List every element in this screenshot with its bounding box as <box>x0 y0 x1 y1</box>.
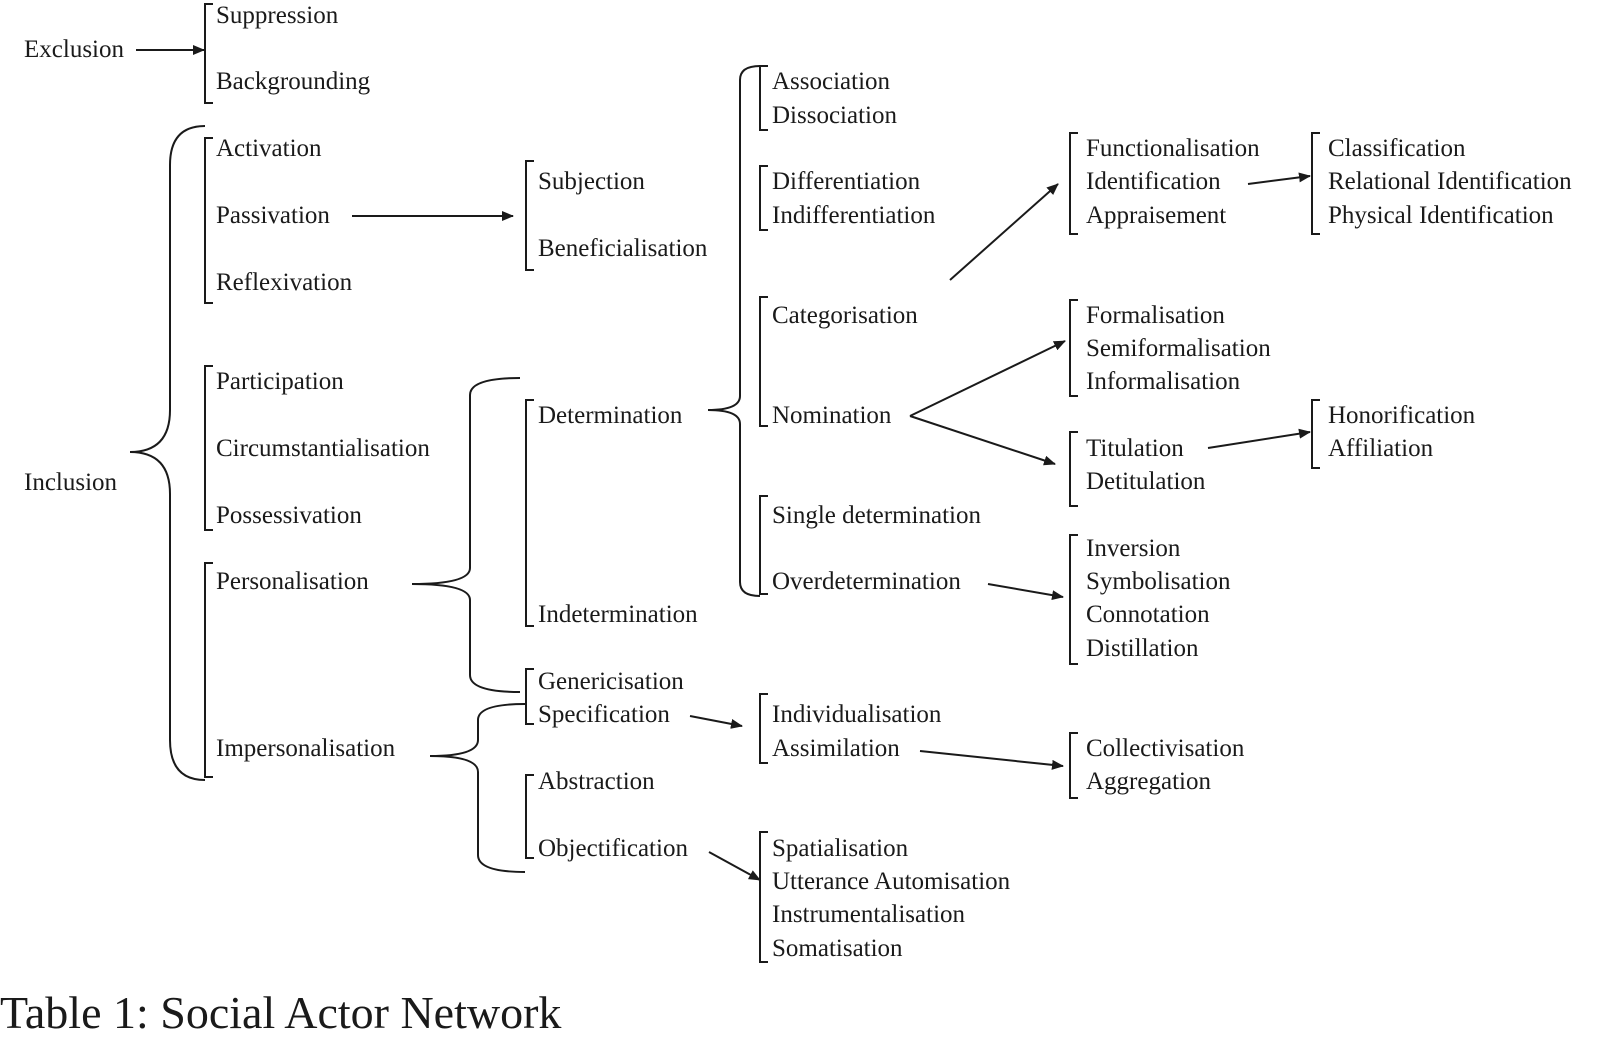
arrow-nomination-formalisation <box>909 340 1066 417</box>
node-aggregation: Aggregation <box>1086 768 1211 795</box>
bracket-honorification <box>1311 399 1320 469</box>
bracket-categorisation <box>759 296 768 427</box>
bracket-formalisation <box>1069 299 1078 397</box>
node-reflexivation: Reflexivation <box>216 269 353 296</box>
arrow-assimilation <box>919 750 1064 770</box>
bracket-genericisation <box>525 668 534 725</box>
node-genericisation: Genericisation <box>538 668 684 695</box>
node-passivation: Passivation <box>216 202 330 229</box>
node-specification: Specification <box>538 701 670 728</box>
bracket-determination <box>525 399 534 627</box>
bracket-participation <box>204 365 213 531</box>
node-distillation: Distillation <box>1086 635 1199 662</box>
node-beneficialisation: Beneficialisation <box>538 235 708 262</box>
node-backgrounding: Backgrounding <box>216 68 371 95</box>
brace-inclusion <box>129 125 206 781</box>
node-inversion: Inversion <box>1086 535 1181 562</box>
node-instrumentalisation: Instrumentalisation <box>772 901 966 928</box>
bracket-titulation <box>1069 431 1078 507</box>
bracket-functionalisation <box>1069 132 1078 235</box>
arrow-overdetermination <box>987 583 1064 601</box>
node-circumstantialisation: Circumstantialisation <box>216 435 430 462</box>
bracket-association <box>759 65 768 131</box>
node-semiformalisation: Semiformalisation <box>1086 335 1271 362</box>
node-participation: Participation <box>216 368 344 395</box>
node-impersonalisation: Impersonalisation <box>216 735 396 762</box>
bracket-personalisation <box>204 562 213 778</box>
node-symbolisation: Symbolisation <box>1086 568 1231 595</box>
node-appraisement: Appraisement <box>1086 202 1227 229</box>
node-formalisation: Formalisation <box>1086 302 1225 329</box>
node-informalisation: Informalisation <box>1086 368 1241 395</box>
bracket-inversion <box>1069 534 1078 665</box>
node-physical-identification: Physical Identification <box>1328 202 1554 229</box>
node-overdetermination: Overdetermination <box>772 568 961 595</box>
bracket-activation <box>204 137 213 304</box>
node-abstraction: Abstraction <box>538 768 655 795</box>
node-subjection: Subjection <box>538 168 645 195</box>
bracket-abstraction <box>525 774 534 859</box>
node-classification: Classification <box>1328 135 1466 162</box>
node-detitulation: Detitulation <box>1086 468 1206 495</box>
node-suppression: Suppression <box>216 2 339 29</box>
bracket-differentiation <box>759 165 768 231</box>
arrow-titulation <box>1207 428 1311 449</box>
node-affiliation: Affiliation <box>1328 435 1434 462</box>
node-identification: Identification <box>1086 168 1221 195</box>
node-spatialisation: Spatialisation <box>772 835 909 862</box>
node-possessivation: Possessivation <box>216 502 362 529</box>
bracket-subjection <box>525 160 534 271</box>
arrow-identification <box>1247 172 1311 185</box>
brace-personalisation <box>411 377 521 693</box>
node-assimilation: Assimilation <box>772 735 900 762</box>
node-determination: Determination <box>538 402 683 429</box>
node-functionalisation: Functionalisation <box>1086 135 1260 162</box>
node-nomination: Nomination <box>772 402 892 429</box>
node-collectivisation: Collectivisation <box>1086 735 1245 762</box>
bracket-spatialisation <box>759 831 768 963</box>
node-association: Association <box>772 68 891 95</box>
node-exclusion: Exclusion <box>24 36 124 63</box>
node-objectification: Objectification <box>538 835 688 862</box>
figure-caption: Table 1: Social Actor Network <box>0 987 562 1038</box>
bracket-exclusion <box>204 3 213 104</box>
arrow-categorisation <box>949 183 1059 281</box>
arrow-nomination-titulation <box>909 415 1056 466</box>
node-categorisation: Categorisation <box>772 302 918 329</box>
node-personalisation: Personalisation <box>216 568 369 595</box>
node-dissociation: Dissociation <box>772 102 897 129</box>
bracket-classification <box>1311 132 1320 235</box>
node-connotation: Connotation <box>1086 601 1210 628</box>
bracket-single-determination <box>759 495 768 595</box>
node-differentiation: Differentiation <box>772 168 921 195</box>
node-single-determination: Single determination <box>772 502 981 529</box>
node-utterance-automisation: Utterance Automisation <box>772 868 1011 895</box>
node-indetermination: Indetermination <box>538 601 698 628</box>
node-honorification: Honorification <box>1328 402 1476 429</box>
node-indifferentiation: Indifferentiation <box>772 202 936 229</box>
arrow-specification <box>689 715 743 729</box>
brace-determination <box>707 65 761 597</box>
node-inclusion: Inclusion <box>24 469 118 496</box>
node-titulation: Titulation <box>1086 435 1184 462</box>
arrow-objectification <box>708 851 761 881</box>
node-somatisation: Somatisation <box>772 935 903 962</box>
brace-impersonalisation <box>429 703 526 873</box>
bracket-collectivisation <box>1069 732 1078 799</box>
node-individualisation: Individualisation <box>772 701 942 728</box>
node-activation: Activation <box>216 135 322 162</box>
node-relational-identification: Relational Identification <box>1328 168 1572 195</box>
bracket-individualisation <box>759 693 768 764</box>
